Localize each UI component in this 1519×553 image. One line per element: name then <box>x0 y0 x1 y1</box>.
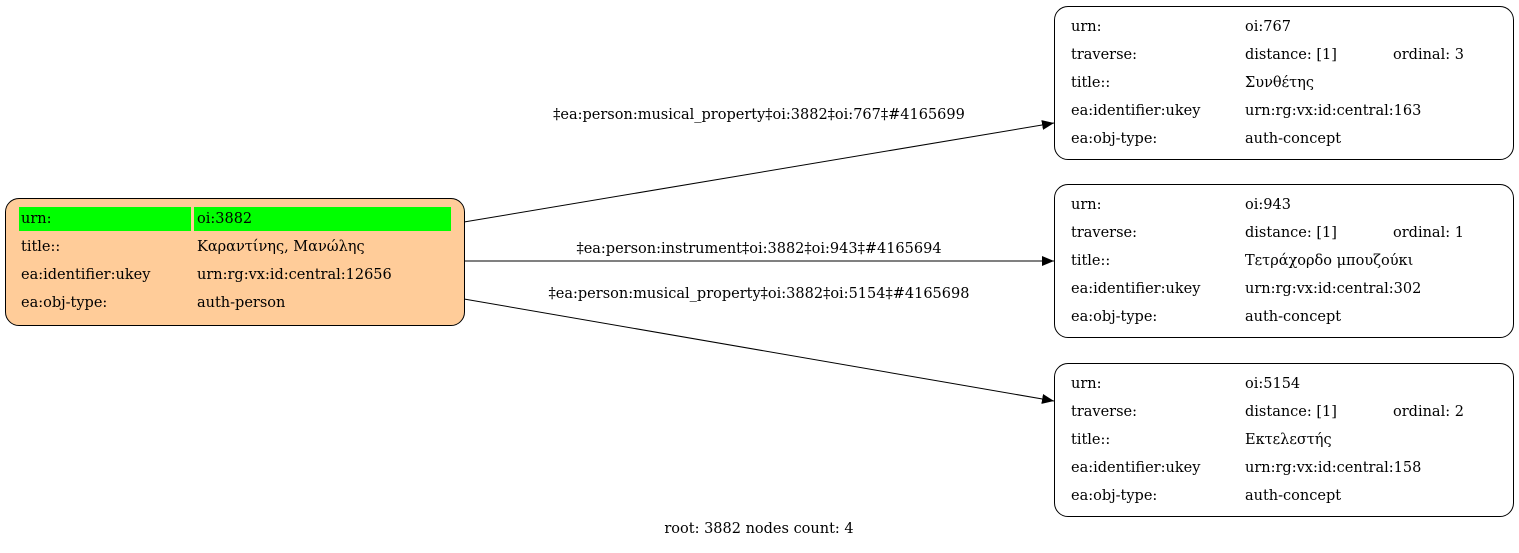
root-row: ea:identifier:ukey urn:rg:vx:id:central:1… <box>6 263 464 287</box>
node-row: ea:identifier:ukey urn:rg:vx:id:central:3… <box>1055 277 1513 301</box>
root-row: urn: oi:3882 <box>6 207 464 231</box>
row-value: oi:943 <box>1245 197 1291 213</box>
row-key: title:: <box>1071 75 1111 91</box>
row-key: traverse: <box>1071 225 1138 241</box>
row-value: oi:5154 <box>1245 376 1301 392</box>
edge-label: ‡ea:person:instrument‡oi:3882‡oi:943‡#41… <box>576 241 942 257</box>
row-key: traverse: <box>1071 404 1138 420</box>
node-row: title::Εκτελεστής <box>1055 428 1513 452</box>
node-row: ea:obj-type: auth-concept <box>1055 305 1513 329</box>
node-row: title::Συνθέτης <box>1055 71 1513 95</box>
row-value: distance: [1] <box>1245 225 1337 241</box>
target-node[interactable]: urn: oi:943 traverse: distance: [1] ordinal:… <box>1054 184 1514 338</box>
row-key: urn: <box>1071 376 1102 392</box>
row-value: Συνθέτης <box>1245 75 1314 91</box>
row-value: urn:rg:vx:id:central:163 <box>1245 103 1422 119</box>
target-node[interactable]: urn: oi:5154 traverse: distance: [1] ordinal… <box>1054 363 1514 517</box>
footer-caption: root: 3882 nodes count: 4 <box>664 521 854 537</box>
target-node[interactable]: urn: oi:767 traverse: distance: [1] ordinal:… <box>1054 6 1514 160</box>
row-key: ea:obj-type: <box>1071 309 1158 325</box>
row-value: oi:3882 <box>197 211 253 227</box>
row-key: traverse: <box>1071 47 1138 63</box>
row-key: urn: <box>21 211 52 227</box>
row-value: auth-concept <box>1245 131 1342 147</box>
root-row: title::Καραντίνης, Μανώλης <box>6 235 464 259</box>
row-key: ea:identifier:ukey <box>1071 460 1201 476</box>
node-row: title::Τετράχορδο μπουζούκι <box>1055 249 1513 273</box>
row-key: title:: <box>21 239 61 255</box>
row-key: ea:obj-type: <box>1071 131 1158 147</box>
edge-label: ‡ea:person:musical_property‡oi:3882‡oi:5… <box>548 286 970 302</box>
row-key: urn: <box>1071 19 1102 35</box>
highlight-key <box>19 207 191 231</box>
row-value: auth-concept <box>1245 309 1342 325</box>
node-row: ea:obj-type: auth-concept <box>1055 127 1513 151</box>
node-row: ea:identifier:ukey urn:rg:vx:id:central:1… <box>1055 456 1513 480</box>
node-row: traverse: distance: [1] ordinal: 2 <box>1055 400 1513 424</box>
node-row: urn: oi:767 <box>1055 15 1513 39</box>
row-key: ea:identifier:ukey <box>1071 103 1201 119</box>
row-value: urn:rg:vx:id:central:302 <box>1245 281 1422 297</box>
row-value: distance: [1] <box>1245 404 1337 420</box>
root-row: ea:obj-type: auth-person <box>6 291 464 315</box>
row-value: oi:767 <box>1245 19 1291 35</box>
row-key: ea:obj-type: <box>21 295 108 311</box>
row-ordinal: ordinal: 1 <box>1393 225 1464 241</box>
edge-line-767 <box>463 120 1055 223</box>
row-value: distance: [1] <box>1245 47 1337 63</box>
highlight-value <box>194 207 451 231</box>
row-value: auth-person <box>197 295 286 311</box>
row-value: Καραντίνης, Μανώλης <box>197 239 365 255</box>
row-value: auth-concept <box>1245 488 1342 504</box>
row-key: title:: <box>1071 253 1111 269</box>
row-key: urn: <box>1071 197 1102 213</box>
row-value: urn:rg:vx:id:central:12656 <box>197 267 392 283</box>
edge-line-5154 <box>463 298 1055 404</box>
row-key: title:: <box>1071 432 1111 448</box>
row-key: ea:identifier:ukey <box>1071 281 1201 297</box>
edge-label: ‡ea:person:musical_property‡oi:3882‡oi:7… <box>553 107 965 123</box>
row-ordinal: ordinal: 3 <box>1393 47 1464 63</box>
row-value: urn:rg:vx:id:central:158 <box>1245 460 1422 476</box>
row-ordinal: ordinal: 2 <box>1393 404 1464 420</box>
row-key: ea:obj-type: <box>1071 488 1158 504</box>
row-key: ea:identifier:ukey <box>21 267 151 283</box>
node-row: ea:identifier:ukey urn:rg:vx:id:central:1… <box>1055 99 1513 123</box>
row-value: Τετράχορδο μπουζούκι <box>1245 253 1414 269</box>
node-row: traverse: distance: [1] ordinal: 3 <box>1055 43 1513 67</box>
row-value: Εκτελεστής <box>1245 432 1332 448</box>
node-row: traverse: distance: [1] ordinal: 1 <box>1055 221 1513 245</box>
node-row: urn: oi:5154 <box>1055 372 1513 396</box>
node-row: ea:obj-type: auth-concept <box>1055 484 1513 508</box>
node-row: urn: oi:943 <box>1055 193 1513 217</box>
